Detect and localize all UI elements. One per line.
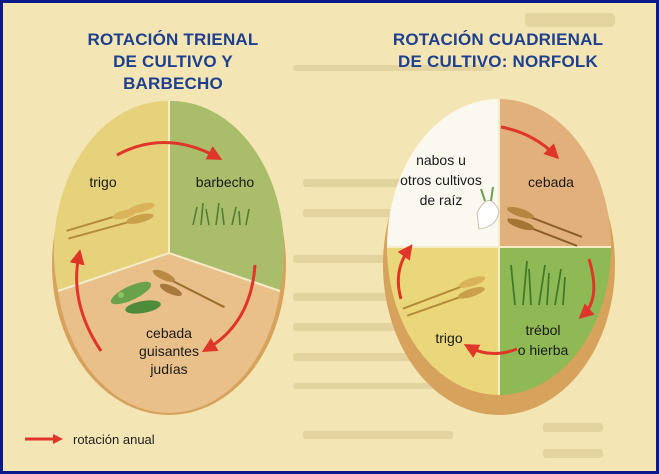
label-nabos-3: de raíz: [420, 192, 463, 208]
background-faded-text: [293, 13, 615, 458]
sector-trigo-right: [387, 247, 499, 395]
sector-cebada: [58, 253, 280, 413]
label-trigo-right: trigo: [435, 330, 462, 346]
three-year-rotation-disc: [52, 100, 286, 415]
title-line-2: DE CULTIVO Y BARBECHO: [113, 52, 233, 93]
label-cebada-left: cebada: [146, 325, 192, 341]
sector-trigo: [53, 100, 169, 291]
grass-icon: [510, 260, 566, 306]
wheat-icon: [402, 276, 486, 317]
arrow-icon: [25, 434, 63, 444]
label-barbecho: barbecho: [196, 174, 255, 190]
rotation-diagrams: trigo barbecho cebada guisantes judías n…: [52, 99, 615, 415]
label-judias: judías: [149, 361, 187, 377]
label-trigo-left: trigo: [89, 174, 116, 190]
four-year-rotation-disc: [383, 99, 615, 415]
label-nabos-2: otros cultivos: [400, 172, 482, 188]
label-guisantes: guisantes: [139, 343, 199, 359]
rotation-arrows-left: [69, 141, 257, 353]
title-three-year-rotation: ROTACIÓN TRIENAL DE CULTIVO Y BARBECHO: [63, 29, 283, 95]
title-line-1: ROTACIÓN TRIENAL: [87, 30, 259, 49]
label-cebada-right: cebada: [528, 174, 574, 190]
sector-nabos: [387, 99, 499, 247]
title-line-1: ROTACIÓN CUADRIENAL: [392, 30, 604, 49]
wheat-icon: [66, 202, 155, 240]
pea-pod-icon: [110, 281, 161, 314]
rotation-arrows-right: [396, 125, 596, 358]
legend-label: rotación anual: [73, 431, 155, 447]
grain-stalk-icon: [152, 269, 225, 309]
turnip-icon: [476, 186, 500, 230]
label-hierba: o hierba: [518, 342, 569, 358]
title-four-year-rotation: ROTACIÓN CUADRIENAL DE CULTIVO: NORFOLK: [383, 29, 613, 73]
label-trebol: trébol: [525, 322, 560, 338]
legend: rotación anual: [23, 429, 155, 449]
wheat-icon: [507, 206, 583, 247]
grass-icon: [192, 202, 250, 226]
title-line-2: DE CULTIVO: NORFOLK: [398, 52, 598, 71]
label-nabos-1: nabos u: [416, 152, 466, 168]
sector-trebol: [499, 247, 611, 395]
